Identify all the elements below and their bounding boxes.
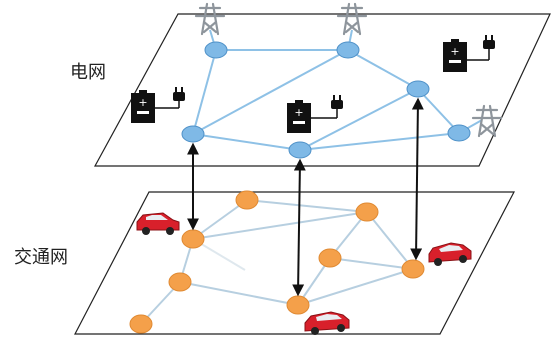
svg-text:+: + (294, 106, 303, 119)
power-grid-edges (192, 29, 483, 151)
traffic-network-nodes (129, 190, 425, 334)
traffic-network-label: 交通网 (14, 247, 68, 268)
svg-text:+: + (450, 45, 459, 58)
power-node (336, 41, 360, 59)
traffic-node (235, 190, 259, 210)
coupling-arrow (410, 97, 424, 261)
power-grid-label: 电网 (70, 62, 106, 83)
electric-car-icon (304, 311, 350, 335)
charging-station-icon: + (131, 87, 185, 123)
charging-station-icon: + (443, 35, 495, 72)
charging-station-icon: + (287, 95, 343, 133)
power-tower-icon (336, 2, 368, 36)
power-node (181, 125, 205, 143)
power-grid-plane (93, 13, 551, 167)
power-node (406, 80, 430, 98)
svg-text:+: + (138, 96, 147, 109)
coupling-arrows (187, 97, 424, 297)
electric-car-icon (136, 212, 180, 235)
power-node (288, 141, 312, 159)
traffic-node (181, 229, 205, 249)
power-tower-icon (194, 2, 226, 36)
coupling-arrow (292, 158, 306, 297)
power-node (204, 41, 228, 59)
traffic-node (318, 248, 342, 268)
power-grid-nodes (181, 41, 471, 159)
traffic-node (168, 272, 192, 292)
traffic-node (355, 202, 379, 222)
traffic-node (401, 259, 425, 279)
traffic-node (129, 314, 153, 334)
power-node (447, 124, 471, 142)
traffic-node (286, 295, 310, 315)
electric-car-icon (428, 242, 472, 266)
power-tower-icon (471, 104, 503, 138)
